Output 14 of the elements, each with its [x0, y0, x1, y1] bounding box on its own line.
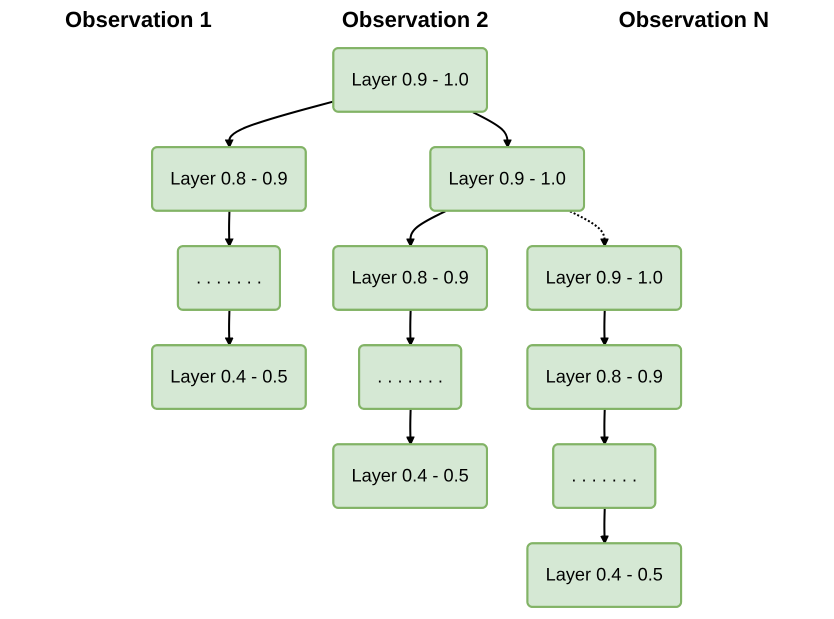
arrow [600, 409, 610, 446]
arrow [570, 210, 610, 248]
arrow [600, 310, 610, 346]
column-heading: Observation 2 [342, 7, 489, 33]
column-heading: Observation 1 [65, 7, 212, 33]
arrow [473, 111, 512, 148]
arrow [600, 508, 610, 544]
arrow [225, 211, 234, 248]
column-heading: Observation N [618, 7, 769, 33]
arrow [406, 210, 446, 248]
arrow [406, 409, 416, 446]
arrow [406, 310, 416, 346]
arrow [225, 310, 234, 346]
arrow [225, 100, 334, 148]
